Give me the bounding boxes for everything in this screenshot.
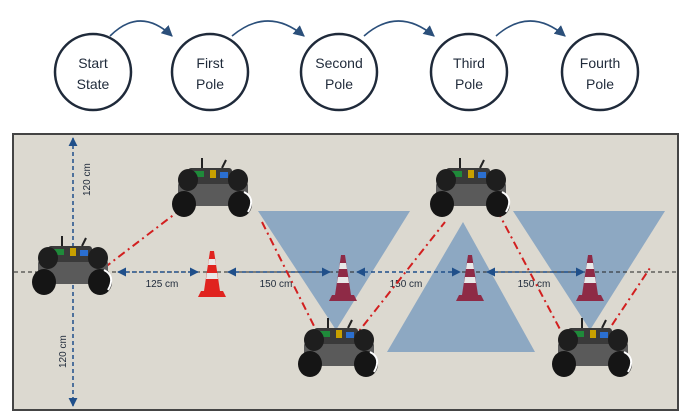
state-label-fourth-2: Pole [586,76,614,92]
state-circle-fourth-pole [560,32,640,112]
state-label-third-2: Pole [455,76,483,92]
state-flow: Start State First Pole Second Pole Third… [53,20,640,112]
transition-arrow-1 [109,20,173,37]
dim-label-1: 125 cm [146,279,179,290]
state-label-start-1: Start [78,55,108,71]
state-circle-second-pole [299,32,379,112]
transition-arrow-4 [495,20,566,37]
dim-label-3: 150 cm [390,279,423,290]
transition-arrow-3 [363,20,435,37]
transition-arrow-2 [231,20,305,37]
dim-label-4: 150 cm [518,279,551,290]
state-circle-third-pole [429,32,509,112]
state-label-third-1: Third [453,55,485,71]
state-label-first-1: First [196,55,223,71]
robot-path [103,209,651,341]
state-circle-first-pole [170,32,250,112]
state-circle-start [53,32,133,112]
state-label-first-2: Pole [196,76,224,92]
zone-third-pole [387,222,535,352]
state-label-start-2: State [77,76,110,92]
arena: 120 cm 120 cm 125 cm 150 cm 150 cm 150 c… [12,133,679,411]
state-label-second-2: Pole [325,76,353,92]
dim-label-top: 120 cm [82,163,93,196]
state-label-second-1: Second [315,55,362,71]
zone-second-pole [258,211,410,330]
dim-label-bottom: 120 cm [58,335,69,368]
state-label-fourth-1: Fourth [580,55,620,71]
dim-label-2: 150 cm [260,279,293,290]
